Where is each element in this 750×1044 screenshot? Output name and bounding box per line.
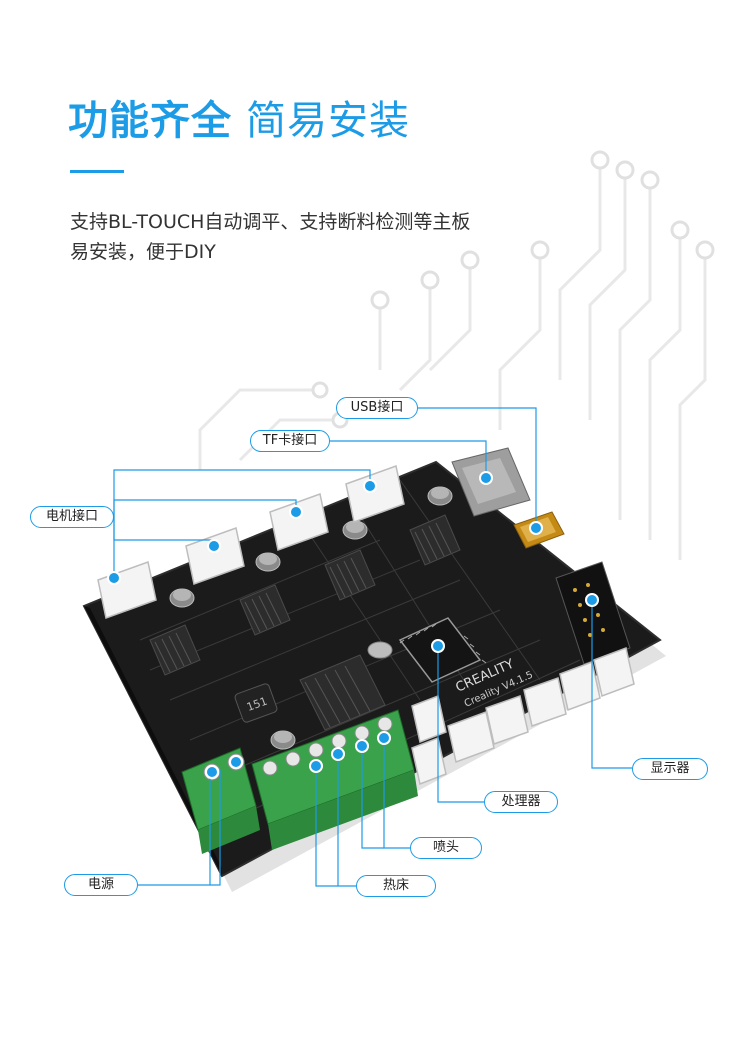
title-sub: 简易安装 <box>246 98 410 144</box>
heater-terminal-block <box>251 709 418 850</box>
title-underline <box>70 170 124 173</box>
crystal <box>367 641 393 659</box>
callout-dots <box>107 471 599 779</box>
callout-display: 显示器 <box>632 758 708 780</box>
title-main: 功能齐全 <box>68 98 232 144</box>
callout-nozzle: 喷头 <box>410 837 482 859</box>
callout-power: 电源 <box>64 874 138 896</box>
callout-tf-card: TF卡接口 <box>250 430 330 452</box>
callout-motor-port: 电机接口 <box>30 506 114 528</box>
description-line-1: 支持BL-TOUCH自动调平、支持断料检测等主板 <box>70 211 471 233</box>
inductor <box>234 683 278 723</box>
callout-heatbed: 热床 <box>356 875 436 897</box>
feature-description: 支持BL-TOUCH自动调平、支持断料检测等主板 易安装，便于DIY <box>70 207 540 267</box>
capacitors <box>169 486 453 750</box>
callout-usb-port: USB接口 <box>336 397 418 419</box>
description-line-2: 易安装，便于DIY <box>70 241 216 263</box>
display-header <box>555 561 631 665</box>
callout-lines <box>113 407 632 887</box>
callout-processor: 处理器 <box>484 791 558 813</box>
page-title: 功能齐全简易安装 <box>68 88 410 146</box>
